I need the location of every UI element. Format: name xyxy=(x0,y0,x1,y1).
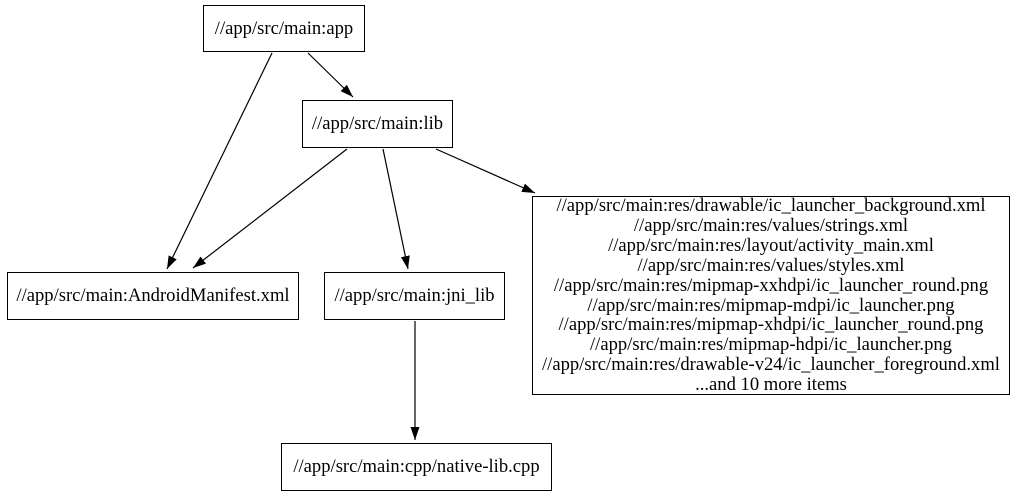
edge-lib-to-android-manifest xyxy=(192,148,348,269)
node-label-line: //app/src/main:res/values/strings.xml xyxy=(633,214,909,236)
node-label-line: //app/src/main:cpp/native-lib.cpp xyxy=(293,456,540,478)
node-label-line: //app/src/main:AndroidManifest.xml xyxy=(16,285,290,307)
node-label-line: //app/src/main:res/values/styles.xml xyxy=(637,254,905,276)
edge-app-to-lib xyxy=(307,52,354,98)
node-label-line: //app/src/main:res/mipmap-hdpi/ic_launch… xyxy=(590,334,952,356)
graph-node-lib: //app/src/main:lib xyxy=(302,100,453,148)
node-label-line: //app/src/main:lib xyxy=(311,113,444,135)
node-label-line: //app/src/main:res/layout/activity_main.… xyxy=(608,234,934,256)
edge-app-to-android-manifest xyxy=(166,52,273,270)
node-label-line: //app/src/main:app xyxy=(214,17,354,39)
graph-node-native-lib-cpp: //app/src/main:cpp/native-lib.cpp xyxy=(281,443,552,491)
node-label-line: //app/src/main:res/mipmap-mdpi/ic_launch… xyxy=(587,294,955,316)
graph-node-res-group: //app/src/main:res/drawable/ic_launcher_… xyxy=(532,196,1010,395)
node-label-line: //app/src/main:jni_lib xyxy=(334,285,495,307)
edge-lib-to-res-group xyxy=(435,148,536,194)
node-label-line: ...and 10 more items xyxy=(695,374,847,396)
graph-node-jni-lib: //app/src/main:jni_lib xyxy=(324,272,505,320)
edge-lib-to-jni-lib xyxy=(382,148,410,270)
graph-node-android-manifest: //app/src/main:AndroidManifest.xml xyxy=(7,272,299,320)
node-label-line: //app/src/main:res/drawable-v24/ic_launc… xyxy=(542,354,1000,376)
node-label-line: //app/src/main:res/mipmap-xxhdpi/ic_laun… xyxy=(553,274,989,296)
node-label-line: //app/src/main:res/drawable/ic_launcher_… xyxy=(556,194,986,216)
graph-node-app: //app/src/main:app xyxy=(203,5,365,52)
node-label-line: //app/src/main:res/mipmap-xhdpi/ic_launc… xyxy=(558,314,984,336)
